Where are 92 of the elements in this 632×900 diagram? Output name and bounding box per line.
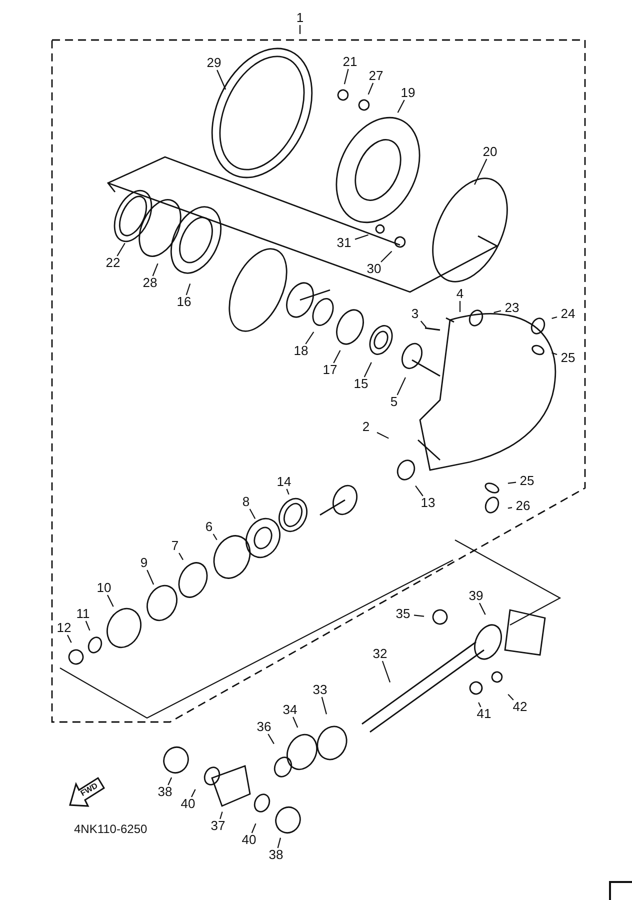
leader-line bbox=[107, 594, 114, 607]
callout-number: 32 bbox=[369, 647, 391, 661]
leader-line bbox=[380, 250, 392, 262]
leader-line bbox=[186, 284, 191, 296]
leader-line bbox=[216, 70, 226, 90]
callout-number: 34 bbox=[279, 703, 301, 717]
leader-line bbox=[420, 320, 427, 328]
leader-line bbox=[321, 696, 327, 714]
leader-line bbox=[508, 694, 514, 700]
leader-line bbox=[478, 702, 482, 708]
callout-number: 23 bbox=[501, 301, 523, 315]
callout-number: 29 bbox=[203, 56, 225, 70]
leader-line bbox=[354, 234, 368, 240]
leader-line bbox=[212, 534, 218, 540]
callout-number: 25 bbox=[516, 474, 538, 488]
callout-number: 19 bbox=[397, 86, 419, 100]
leader-line bbox=[286, 488, 290, 495]
callout-number: 36 bbox=[253, 720, 275, 734]
callout-number: 11 bbox=[72, 607, 94, 621]
callout-number: 15 bbox=[350, 377, 372, 391]
leader-line bbox=[178, 552, 184, 560]
callout-number: 30 bbox=[363, 262, 385, 276]
leader-line bbox=[146, 570, 154, 585]
callout-number: 40 bbox=[238, 833, 260, 847]
callout-number: 13 bbox=[417, 496, 439, 510]
leader-line bbox=[396, 377, 406, 396]
callout-number: 26 bbox=[512, 499, 534, 513]
callout-number: 10 bbox=[93, 581, 115, 595]
leader-line bbox=[116, 242, 126, 256]
callout-number: 7 bbox=[164, 539, 186, 553]
callout-number: 16 bbox=[173, 295, 195, 309]
callout-number: 12 bbox=[53, 621, 75, 635]
callout-number: 27 bbox=[365, 69, 387, 83]
leader-line bbox=[299, 25, 301, 34]
leader-line bbox=[152, 263, 158, 276]
callout-number: 35 bbox=[392, 607, 414, 621]
leader-line bbox=[168, 777, 172, 786]
callout-number: 4 bbox=[449, 287, 471, 301]
leader-line bbox=[382, 660, 391, 683]
callout-number: 38 bbox=[154, 785, 176, 799]
callout-number: 21 bbox=[339, 55, 361, 69]
callout-number: 42 bbox=[509, 700, 531, 714]
leader-line bbox=[552, 352, 558, 356]
callout-number: 18 bbox=[290, 344, 312, 358]
callout-number: 1 bbox=[289, 11, 311, 25]
leader-line bbox=[364, 362, 372, 378]
direction-text: FWD bbox=[78, 781, 100, 798]
leader-line bbox=[552, 316, 558, 319]
callout-number: 39 bbox=[465, 589, 487, 603]
callout-number: 33 bbox=[309, 683, 331, 697]
callout-number: 38 bbox=[265, 848, 287, 862]
callout-number: 2 bbox=[355, 420, 377, 434]
callout-number: 6 bbox=[198, 520, 220, 534]
leader-line bbox=[415, 486, 424, 496]
callout-number: 3 bbox=[404, 307, 426, 321]
leader-line bbox=[508, 482, 516, 484]
leader-line bbox=[220, 812, 223, 820]
leader-line bbox=[191, 789, 196, 798]
callout-number: 31 bbox=[333, 236, 355, 250]
leader-line bbox=[292, 716, 298, 728]
leader-line bbox=[67, 634, 72, 643]
leader-line bbox=[251, 823, 256, 834]
callout-number: 5 bbox=[383, 395, 405, 409]
callout-number: 8 bbox=[235, 495, 257, 509]
leader-line bbox=[459, 301, 461, 312]
leader-line bbox=[494, 310, 502, 314]
leader-line bbox=[333, 350, 341, 364]
leader-line bbox=[474, 158, 488, 185]
callout-number: 24 bbox=[557, 307, 579, 321]
callout-number: 20 bbox=[479, 145, 501, 159]
part-number-text: 4NK110-6250 bbox=[74, 822, 148, 836]
leader-line bbox=[305, 332, 314, 344]
callout-number: 40 bbox=[177, 797, 199, 811]
callout-number: 37 bbox=[207, 819, 229, 833]
leader-line bbox=[249, 508, 256, 519]
leader-line bbox=[268, 734, 274, 744]
callout-number: 17 bbox=[319, 363, 341, 377]
leader-line bbox=[397, 100, 405, 113]
leader-line bbox=[376, 432, 389, 439]
callout-number: 28 bbox=[139, 276, 161, 290]
callout-number: 22 bbox=[102, 256, 124, 270]
leader-line bbox=[508, 507, 512, 509]
leader-line bbox=[414, 614, 424, 617]
leader-line bbox=[277, 838, 282, 848]
leader-line bbox=[344, 68, 349, 84]
callout-number: 9 bbox=[133, 556, 155, 570]
leader-line bbox=[85, 620, 90, 631]
callout-number: 41 bbox=[473, 707, 495, 721]
leader-line bbox=[479, 602, 486, 615]
callout-number: 14 bbox=[273, 475, 295, 489]
callout-number: 25 bbox=[557, 351, 579, 365]
leader-line bbox=[368, 82, 374, 95]
